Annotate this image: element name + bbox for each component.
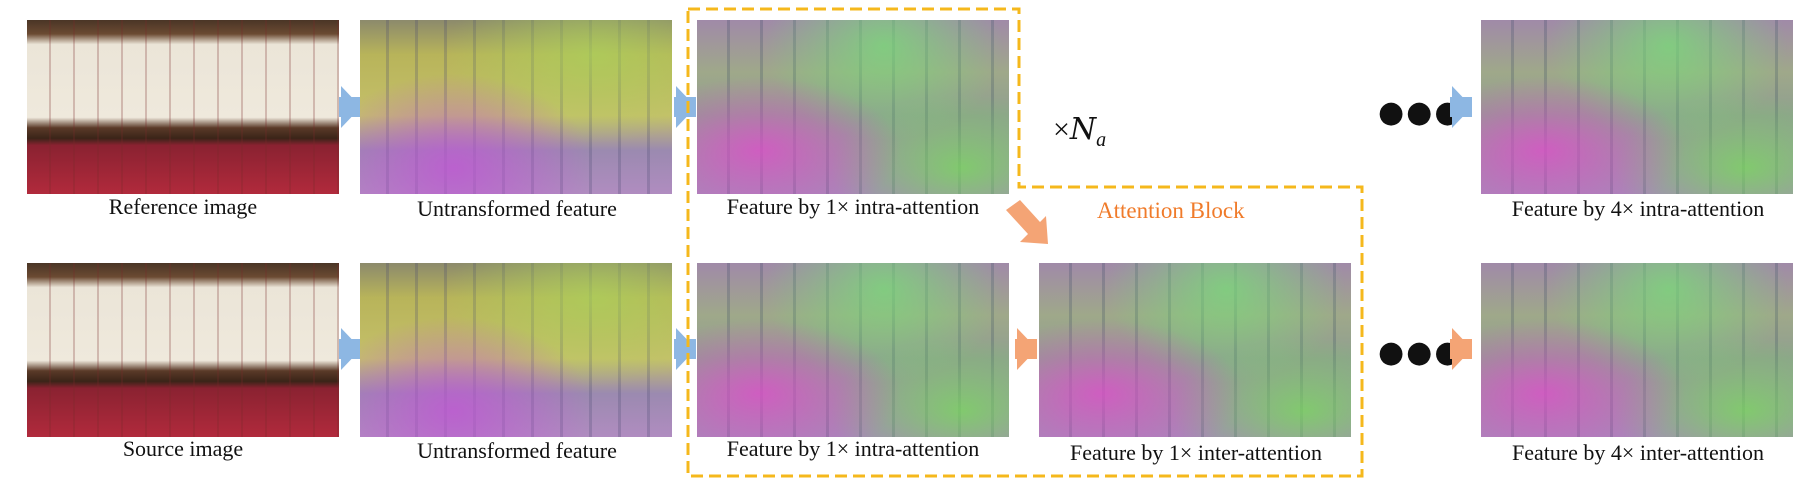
- caption-inter-1x: Feature by 1× inter-attention: [1069, 440, 1323, 465]
- caption-reference-image: Reference image: [108, 194, 258, 219]
- ellipsis-icon: ●●●: [1378, 95, 1463, 130]
- feature-inter-4x: [1481, 263, 1793, 437]
- diagonal-arrow-icon: [1006, 200, 1048, 244]
- feature-intra-1x-top: [697, 20, 1009, 194]
- arrow-right-icon: [339, 86, 361, 128]
- ellipsis-icon: ●●●: [1378, 335, 1463, 370]
- arrow-right-icon: [339, 328, 361, 370]
- caption-intra-1x-top: Feature by 1× intra-attention: [726, 194, 980, 219]
- arrow-right-icon: [1015, 328, 1037, 370]
- feature-intra-1x-bottom: [697, 263, 1009, 437]
- untransformed-feature-bottom: [360, 263, 672, 437]
- untransformed-feature-top: [360, 20, 672, 194]
- arrow-right-icon: [674, 328, 696, 370]
- reference-image: [27, 20, 339, 194]
- arrow-right-icon: [1450, 86, 1472, 128]
- caption-untransformed-top: Untransformed feature: [417, 196, 617, 221]
- arrow-right-icon: [674, 86, 696, 128]
- caption-untransformed-bottom: Untransformed feature: [417, 438, 617, 463]
- caption-inter-4x: Feature by 4× inter-attention: [1511, 440, 1765, 465]
- caption-source-image: Source image: [122, 436, 244, 461]
- caption-intra-4x-top: Feature by 4× intra-attention: [1511, 196, 1765, 221]
- source-image: [27, 263, 339, 437]
- feature-inter-1x: [1039, 263, 1351, 437]
- feature-intra-4x-top: [1481, 20, 1793, 194]
- arrow-right-icon: [1450, 328, 1472, 370]
- attention-block-label: Attention Block: [1097, 198, 1245, 223]
- caption-intra-1x-bottom: Feature by 1× intra-attention: [726, 436, 980, 461]
- repeat-count-label: ×Na: [1053, 112, 1107, 151]
